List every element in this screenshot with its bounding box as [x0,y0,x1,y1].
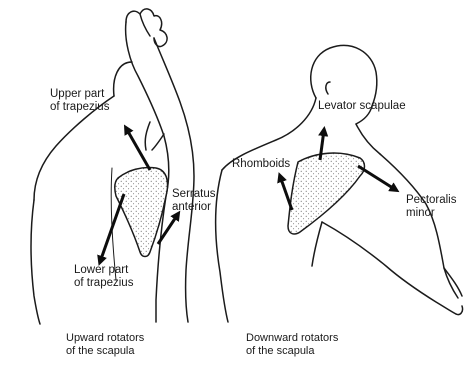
lower-trapezius-arrow [100,194,124,262]
upper-trapezius-label: Upper part of trapezius [50,88,109,114]
serratus-anterior-label: Serratus anterior [172,188,215,214]
levator-scapulae-label: Levator scapulae [318,100,406,113]
rhomboids-label: Rhomboids [232,158,290,171]
pectoralis-minor-arrow [358,166,396,190]
upward-rotators-caption: Upward rotators of the scapula [66,332,144,358]
downward-rotators-caption: Downward rotators of the scapula [246,332,338,358]
rhomboids-arrow [280,176,292,210]
right-scapula [288,153,365,234]
pectoralis-minor-label: Pectoralis minor [406,194,457,220]
lower-trapezius-label: Lower part of trapezius [74,264,133,290]
